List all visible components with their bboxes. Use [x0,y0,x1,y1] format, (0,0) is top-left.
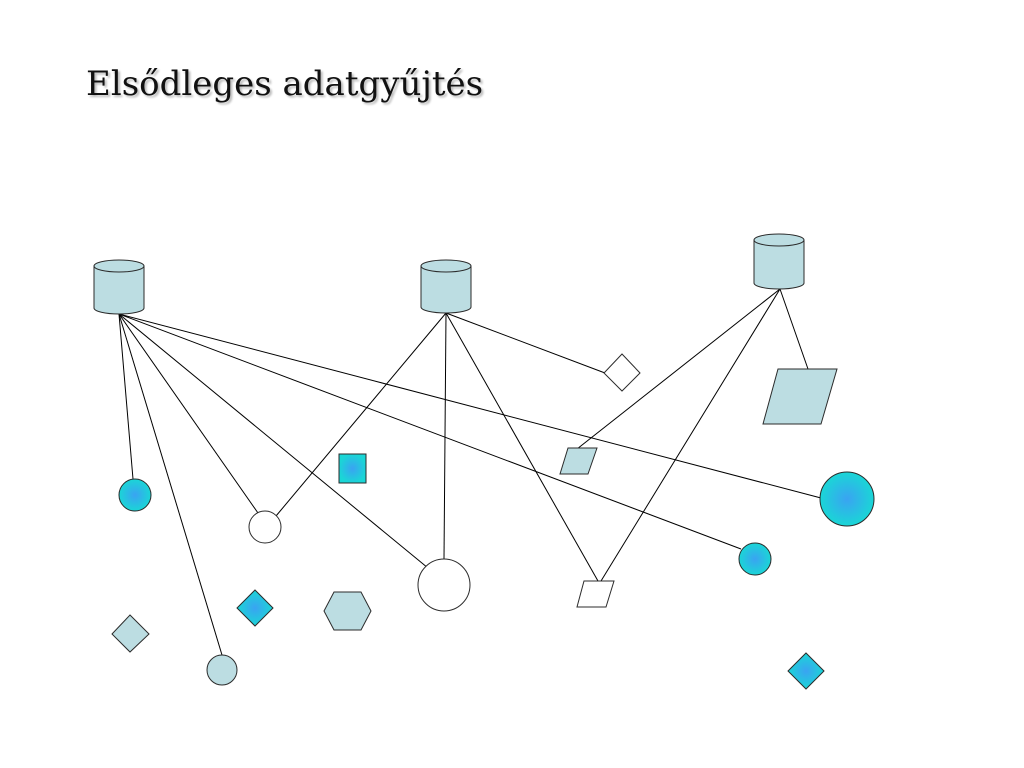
line-db1-circle-c [118,313,259,514]
diamond-cyan-left [236,589,274,627]
line-db1-circle-a [118,313,134,480]
diamond-outline [603,353,641,392]
line-db1-circle-f [118,313,822,499]
circle-white-large [417,558,471,612]
database-left [93,259,145,315]
circle-cyan-large-right [819,471,875,527]
parallelogram-teal-mid [559,447,598,475]
line-db2-parallelogram-small [445,312,599,582]
line-db2-circle-c [275,312,447,517]
line-db3-parallelogram-small [600,288,781,582]
database-middle [420,259,472,314]
connector-lines [118,288,822,656]
square-cyan [338,453,367,484]
hexagon-teal [323,591,372,631]
parallelogram-white-small [576,580,615,608]
diamond-teal-left [111,614,150,653]
line-db2-circle-d [443,312,447,560]
database-right [753,233,805,290]
line-db3-parallelogram-large [779,288,809,370]
circle-white-small [248,510,282,544]
circle-cyan-small-left [118,478,152,512]
diamond-cyan-right [787,652,825,690]
slide-title: Elsődleges adatgyűjtés [86,64,484,104]
circle-cyan-small-right [738,542,772,576]
line-db2-diamond-outline [445,312,606,374]
line-db3-parallelogram-mid [576,288,781,450]
line-db1-circle-b [118,313,223,656]
line-db1-circle-e [118,313,742,550]
parallelogram-teal-large [762,368,838,425]
circle-teal-bottom-left [206,654,238,686]
line-db1-circle-d [118,313,429,569]
